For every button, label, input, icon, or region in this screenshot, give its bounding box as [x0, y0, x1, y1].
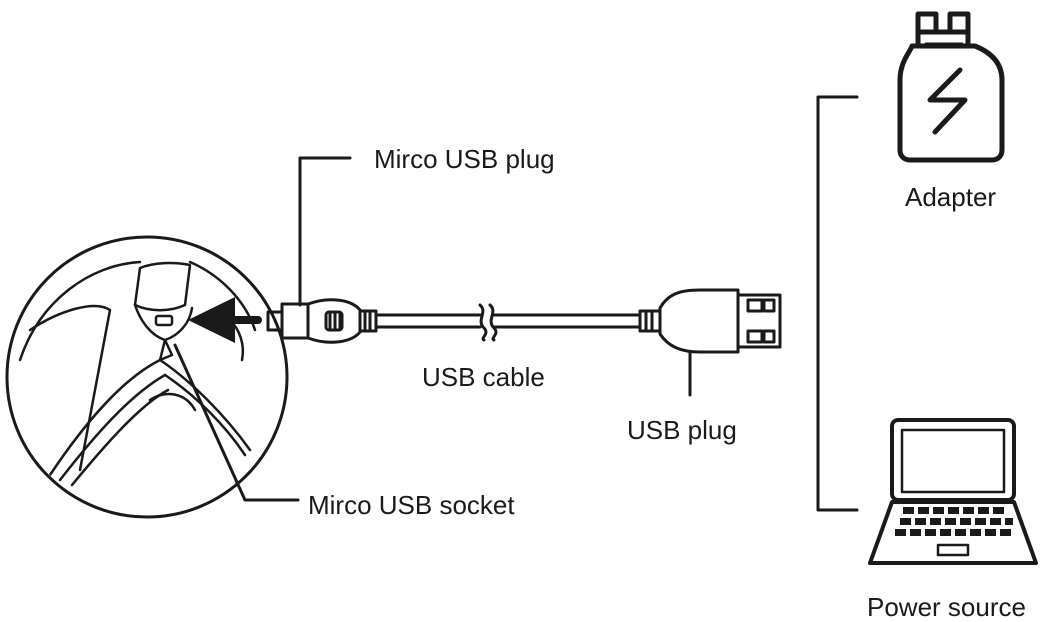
power-source-label: Power source: [867, 592, 1026, 622]
usb-a-plug: [638, 288, 782, 354]
micro-usb-socket-label: Mirco USB socket: [308, 490, 515, 520]
usb-cable-label: USB cable: [422, 362, 545, 392]
adapter-icon: [897, 11, 1005, 163]
device-closeup: [5, 235, 289, 519]
power-bracket: [816, 95, 859, 512]
usb-cable: [374, 303, 642, 342]
micro-usb-plug-label: Mirco USB plug: [374, 144, 555, 174]
socket-leader: [173, 343, 300, 502]
micro-plug-leader: [298, 156, 352, 307]
insert-arrow-icon: [188, 297, 262, 343]
micro-usb-plug: [266, 298, 378, 344]
adapter-label: Adapter: [905, 182, 997, 212]
laptop-icon: [868, 418, 1038, 565]
usb-plug-label: USB plug: [627, 415, 737, 445]
